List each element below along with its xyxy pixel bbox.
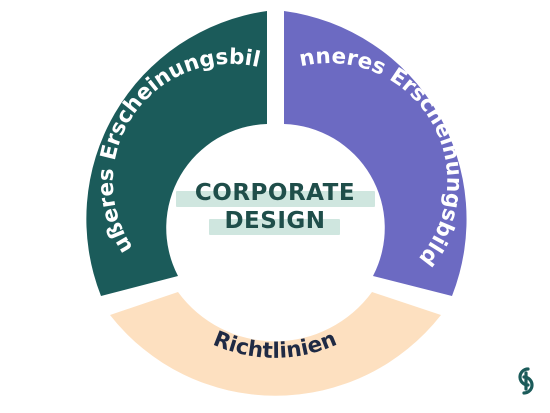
chain-link-s-logo-icon bbox=[518, 367, 534, 395]
segment-guidelines bbox=[110, 292, 441, 396]
center-title-line-2: DESIGN bbox=[224, 208, 325, 234]
center-highlight-bar-2 bbox=[209, 219, 340, 235]
center-title-line-1: CORPORATE bbox=[195, 180, 355, 206]
segment-inner-appearance bbox=[284, 11, 467, 296]
center-highlight-bar-1 bbox=[176, 191, 375, 207]
segment-outer-appearance bbox=[86, 11, 267, 296]
